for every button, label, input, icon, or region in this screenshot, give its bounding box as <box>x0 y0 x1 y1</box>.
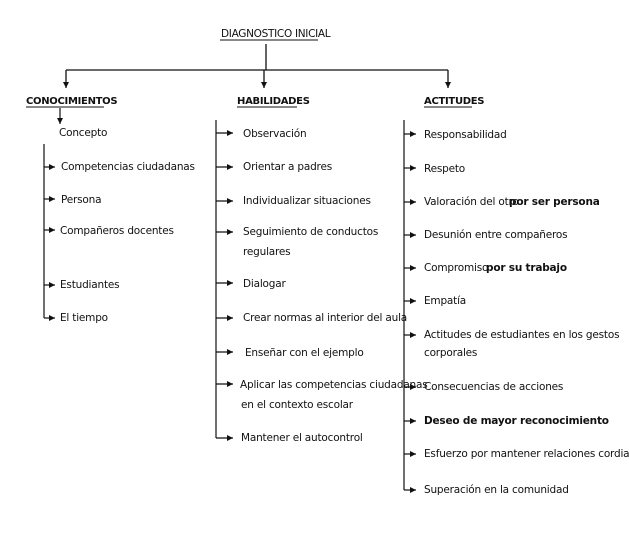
heading-actitudes: ACTITUDES <box>424 96 485 107</box>
habilidades-item: en el contexto escolar <box>241 399 353 411</box>
actitudes-item: Deseo de mayor reconocimiento <box>424 415 609 427</box>
actitudes-item: Actitudes de estudiantes en los gestos <box>424 329 620 341</box>
actitudes-item-emphasis: por su trabajo <box>486 262 567 274</box>
habilidades-item: Aplicar las competencias ciudadanas <box>240 379 428 391</box>
actitudes-item: Respeto <box>424 163 466 175</box>
habilidades-item: Seguimiento de conductos <box>243 226 379 238</box>
heading-conocimientos: CONOCIMIENTOS <box>26 96 118 107</box>
actitudes-item: corporales <box>424 347 478 359</box>
habilidades-item: Mantener el autocontrol <box>241 432 363 444</box>
diagram-root-title: DIAGNOSTICO INICIAL <box>221 28 331 40</box>
conocimientos-item: Estudiantes <box>60 279 120 291</box>
conocimientos-item: Compañeros docentes <box>60 225 174 237</box>
habilidades-item: regulares <box>243 246 291 258</box>
actitudes-item: Consecuencias de acciones <box>424 381 564 393</box>
actitudes-item: Esfuerzo por mantener relaciones cordial… <box>424 448 629 460</box>
habilidades-item: Crear normas al interior del aula <box>243 312 408 324</box>
actitudes-item: Valoración del otro <box>424 196 519 208</box>
actitudes-item: Superación en la comunidad <box>424 484 569 496</box>
actitudes-item: Empatía <box>424 295 467 307</box>
actitudes-item: Desunión entre compañeros <box>424 229 568 241</box>
conocimientos-item: Persona <box>61 194 102 206</box>
actitudes-item: Responsabilidad <box>424 129 507 141</box>
conocimientos-item: Competencias ciudadanas <box>61 161 195 173</box>
habilidades-item: Individualizar situaciones <box>243 195 371 207</box>
habilidades-item: Dialogar <box>243 278 286 290</box>
actitudes-item: Compromiso <box>424 262 489 274</box>
conocimientos-item: Concepto <box>59 127 108 139</box>
heading-habilidades: HABILIDADES <box>237 96 310 107</box>
actitudes-item-emphasis: por ser persona <box>509 196 600 208</box>
habilidades-item: Enseñar con el ejemplo <box>245 347 364 359</box>
habilidades-item: Observación <box>243 128 307 140</box>
conocimientos-item: El tiempo <box>60 312 108 324</box>
habilidades-item: Orientar a padres <box>243 161 332 173</box>
